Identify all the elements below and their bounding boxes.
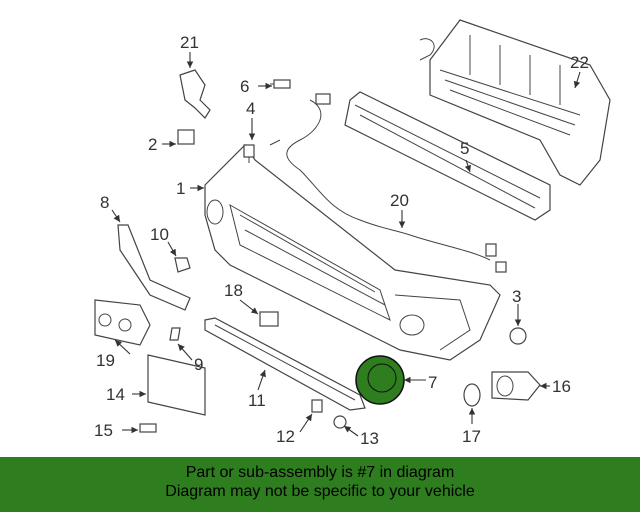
callout-18: 18 bbox=[224, 281, 243, 300]
part-9-clip bbox=[169, 327, 181, 341]
leader-lines bbox=[111, 52, 581, 437]
callout-17: 17 bbox=[462, 427, 481, 446]
callout-19: 19 bbox=[96, 351, 115, 370]
part-1-bumper-cover bbox=[204, 144, 501, 361]
part-11-lower-grille bbox=[204, 317, 366, 411]
part-21-bracket bbox=[179, 69, 211, 119]
part-2-clip bbox=[177, 129, 195, 145]
part-16-parking-sensor bbox=[491, 371, 541, 401]
info-banner: Part or sub-assembly is #7 in diagram Di… bbox=[0, 457, 640, 512]
callout-5: 5 bbox=[460, 139, 469, 158]
callout-11: 11 bbox=[248, 391, 266, 410]
callout-13: 13 bbox=[360, 429, 379, 448]
callout-8: 8 bbox=[100, 193, 109, 212]
parts-diagram: 21 6 4 2 1 5 20 22 8 10 18 3 19 9 7 14 1… bbox=[94, 19, 611, 448]
callout-3: 3 bbox=[512, 287, 521, 306]
part-15-screw bbox=[139, 423, 157, 433]
part-18-clip bbox=[259, 311, 279, 327]
callout-4: 4 bbox=[246, 99, 255, 118]
callout-15: 15 bbox=[94, 421, 113, 440]
part-12-clip bbox=[311, 399, 323, 413]
banner-line-disclaimer: Diagram may not be specific to your vehi… bbox=[165, 483, 475, 500]
callout-6: 6 bbox=[240, 77, 249, 96]
part-20-wiring-harness bbox=[269, 93, 507, 273]
part-14-license-bracket bbox=[147, 354, 206, 416]
part-19-fog-lamp bbox=[94, 299, 151, 346]
callout-10: 10 bbox=[150, 225, 169, 244]
callout-14: 14 bbox=[106, 385, 125, 404]
part-7-highlighted[interactable] bbox=[355, 355, 405, 405]
callout-21: 21 bbox=[180, 33, 199, 52]
banner-line-part: Part or sub-assembly is #7 in diagram bbox=[185, 464, 455, 481]
part-22-radiator-support bbox=[419, 19, 611, 186]
part-5-reinforcement-bar bbox=[344, 91, 551, 221]
part-6-screw bbox=[270, 79, 291, 89]
part-8-trim-strip bbox=[117, 224, 191, 311]
part-17-grommet bbox=[463, 383, 481, 407]
callout-9: 9 bbox=[194, 355, 203, 374]
callout-12: 12 bbox=[276, 427, 295, 446]
callout-2: 2 bbox=[148, 135, 157, 154]
callout-20: 20 bbox=[390, 191, 409, 210]
part-3-bolt bbox=[509, 327, 527, 345]
callout-7[interactable]: 7 bbox=[428, 373, 437, 392]
callout-1: 1 bbox=[176, 179, 185, 198]
part-4-clip bbox=[243, 144, 255, 163]
callout-22: 22 bbox=[570, 53, 589, 72]
callout-16: 16 bbox=[552, 377, 571, 396]
part-10-clip bbox=[174, 257, 191, 273]
part-13-screw bbox=[333, 415, 347, 429]
